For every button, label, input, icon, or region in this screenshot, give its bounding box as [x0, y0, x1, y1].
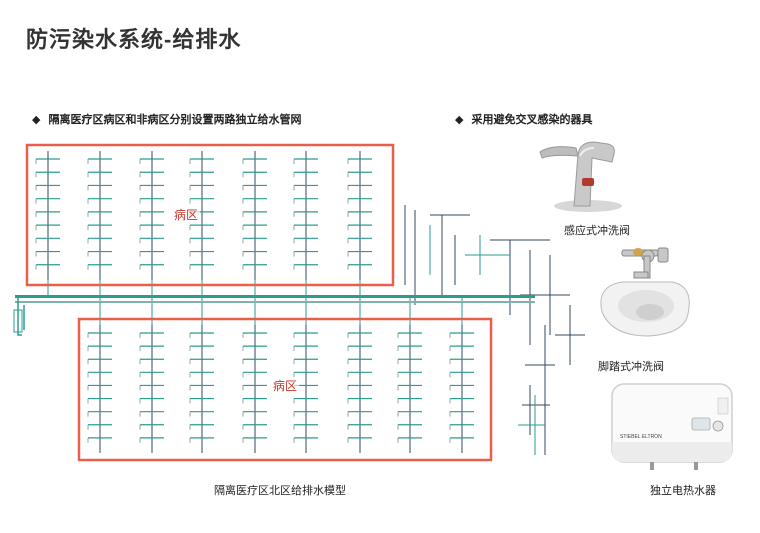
ward-zone-lower [77, 317, 493, 462]
squat-toilet-icon [600, 247, 690, 337]
heater-caption: 独立电热水器 [650, 485, 716, 497]
ward-zone-upper [25, 143, 395, 287]
squat-valve-caption: 脚踏式冲洗阀 [598, 361, 664, 373]
water-heater-icon: STIEBEL ELTRON [611, 383, 733, 470]
lower-ward-pipes [87, 296, 474, 453]
main-supply-pipe [15, 295, 535, 298]
plumbing-model-diagram [13, 143, 585, 462]
page-title: 防污染水系统-给排水 [26, 27, 242, 52]
faucet-caption: 感应式冲洗阀 [564, 225, 630, 237]
heater-brand-label: STIEBEL ELTRON [620, 434, 662, 440]
diamond-bullet-icon: ◆ [455, 114, 464, 126]
bullet-separate-networks: ◆ 隔离医疗区病区和非病区分别设置两路独立给水管网 [32, 111, 301, 127]
diamond-bullet-icon: ◆ [32, 114, 41, 126]
diagram-caption: 隔离医疗区北区给排水模型 [214, 485, 346, 497]
ward-zone-label-upper: 病区 [172, 206, 201, 223]
bullet-anti-infection: ◆ 采用避免交叉感染的器具 [455, 111, 592, 127]
bullet-text: 隔离医疗区病区和非病区分别设置两路独立给水管网 [48, 114, 302, 126]
ward-zone-label-lower: 病区 [271, 377, 300, 394]
bullet-text: 采用避免交叉感染的器具 [471, 114, 593, 126]
riser-pipes [404, 205, 585, 455]
sensor-faucet-icon [539, 141, 622, 212]
upper-ward-pipes [35, 151, 372, 296]
